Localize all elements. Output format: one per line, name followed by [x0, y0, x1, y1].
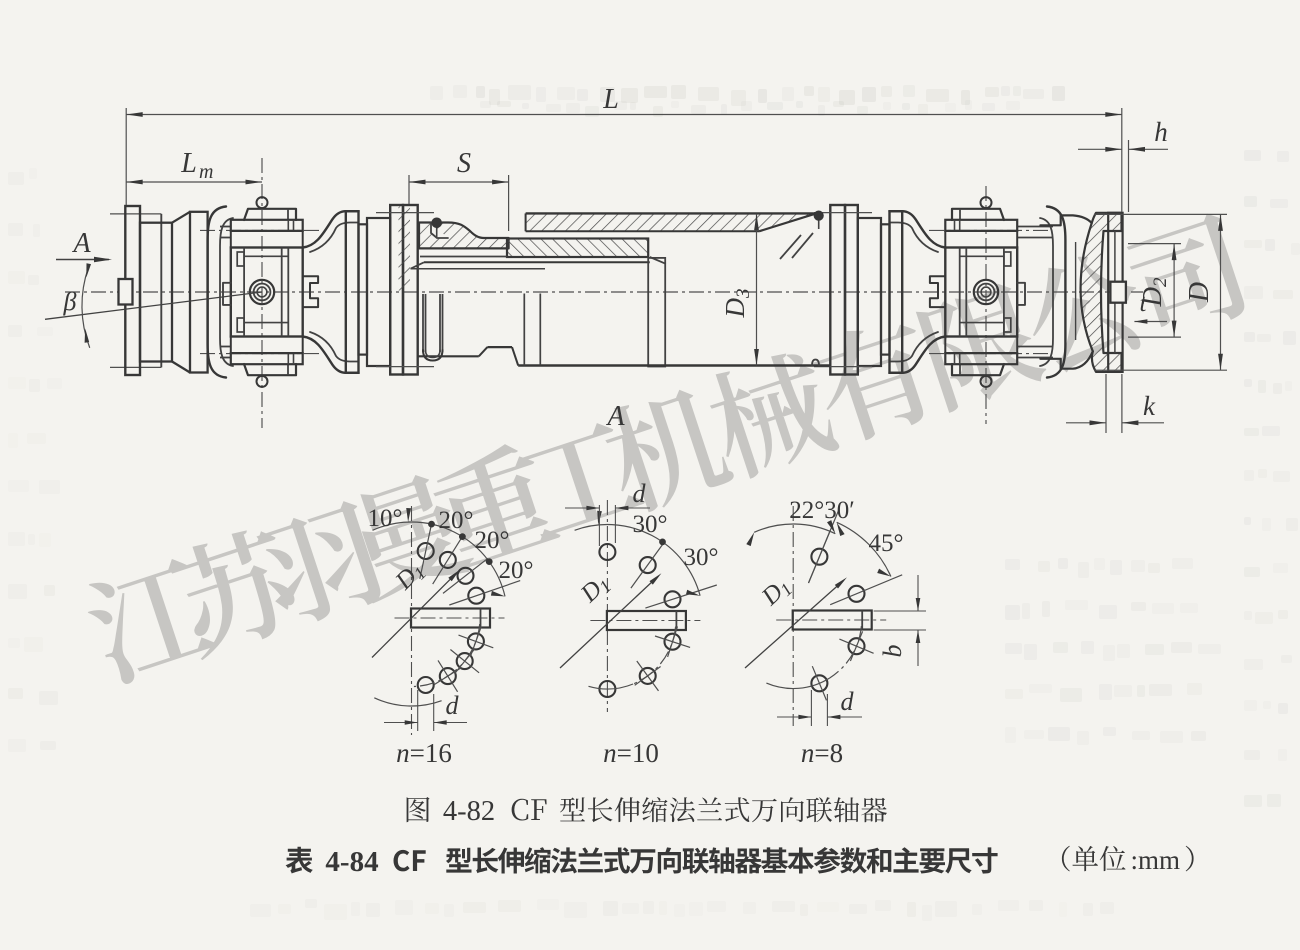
svg-text:10°: 10°	[368, 505, 403, 532]
svg-text:d: d	[633, 479, 647, 508]
svg-text:20°: 20°	[499, 557, 534, 584]
svg-text:k: k	[1143, 391, 1156, 421]
svg-text:4-82: 4-82	[443, 796, 495, 827]
svg-text:S: S	[457, 148, 471, 179]
svg-text::mm: :mm	[1131, 845, 1181, 875]
svg-text:β: β	[63, 287, 77, 316]
svg-text:20°: 20°	[475, 527, 510, 554]
svg-text:20°: 20°	[439, 507, 474, 534]
svg-text:30°: 30°	[684, 544, 719, 571]
svg-text:4-84: 4-84	[325, 846, 378, 878]
svg-text:L: L	[602, 84, 619, 115]
svg-text:A: A	[71, 228, 91, 259]
svg-text:d: d	[841, 687, 855, 716]
svg-text:m: m	[199, 161, 213, 183]
svg-text:n=10: n=10	[603, 738, 659, 768]
svg-text:L: L	[180, 148, 197, 179]
svg-text:n=8: n=8	[801, 738, 843, 768]
svg-text:d: d	[446, 691, 460, 720]
svg-text:t: t	[1140, 290, 1148, 317]
svg-text:30°: 30°	[633, 511, 668, 538]
svg-text:D: D	[1184, 282, 1215, 303]
svg-text:n=16: n=16	[396, 738, 452, 768]
svg-text:h: h	[1154, 117, 1168, 147]
svg-text:45°: 45°	[869, 530, 904, 557]
svg-text:22°30′: 22°30′	[789, 497, 854, 524]
svg-text:b: b	[878, 645, 907, 658]
svg-text:A: A	[605, 401, 625, 432]
